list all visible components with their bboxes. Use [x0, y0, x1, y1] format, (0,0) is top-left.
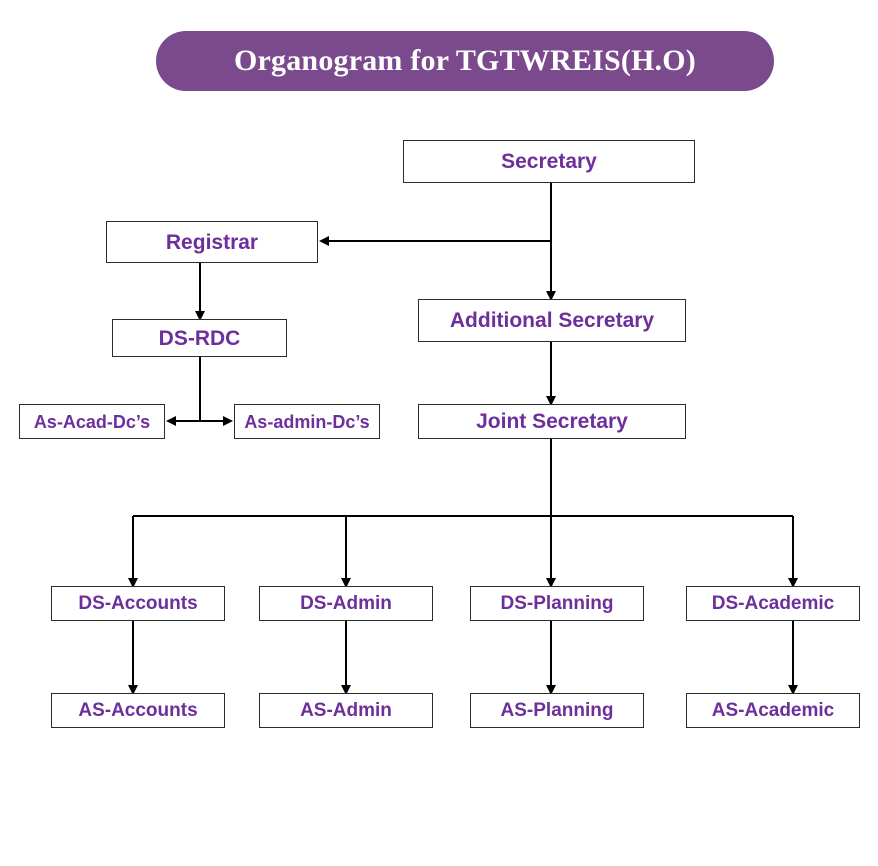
org-node-additional[interactable]: Additional Secretary	[418, 299, 686, 342]
org-node-as-academic[interactable]: AS-Academic	[686, 693, 860, 728]
org-node-label: Registrar	[165, 230, 259, 254]
org-node-label: Additional Secretary	[449, 309, 655, 332]
org-node-as-planning[interactable]: AS-Planning	[470, 693, 644, 728]
org-node-registrar[interactable]: Registrar	[106, 221, 318, 263]
org-node-label: As-Acad-Dc’s	[33, 411, 151, 432]
org-node-label: Secretary	[501, 150, 597, 173]
org-node-ds-accounts[interactable]: DS-Accounts	[51, 586, 225, 621]
org-node-label: AS-Admin	[300, 700, 392, 721]
org-node-as-accounts[interactable]: AS-Accounts	[51, 693, 225, 728]
org-node-as-admin-dcs[interactable]: As-admin-Dc’s	[234, 404, 380, 439]
org-node-label: AS-Accounts	[78, 700, 198, 721]
org-node-label: Joint Secretary	[476, 410, 628, 433]
org-node-label: As-admin-Dc’s	[244, 411, 370, 432]
org-node-label: AS-Academic	[711, 700, 835, 721]
org-node-ds-academic[interactable]: DS-Academic	[686, 586, 860, 621]
org-node-secretary[interactable]: Secretary	[403, 140, 695, 183]
org-node-label: DS-Academic	[711, 593, 835, 614]
org-node-label: DS-RDC	[158, 326, 241, 350]
org-node-ds-rdc[interactable]: DS-RDC	[112, 319, 287, 357]
org-node-ds-planning[interactable]: DS-Planning	[470, 586, 644, 621]
org-node-ds-admin[interactable]: DS-Admin	[259, 586, 433, 621]
org-node-as-admin[interactable]: AS-Admin	[259, 693, 433, 728]
org-node-label: DS-Admin	[300, 593, 392, 614]
org-node-label: AS-Planning	[500, 700, 614, 721]
org-node-joint[interactable]: Joint Secretary	[418, 404, 686, 439]
page-title: Organogram for TGTWREIS(H.O)	[233, 44, 696, 77]
org-node-label: DS-Accounts	[78, 593, 198, 614]
org-node-label: DS-Planning	[500, 593, 614, 614]
org-node-as-acad-dcs[interactable]: As-Acad-Dc’s	[19, 404, 165, 439]
diagram-title-banner: Organogram for TGTWREIS(H.O)	[156, 31, 774, 91]
